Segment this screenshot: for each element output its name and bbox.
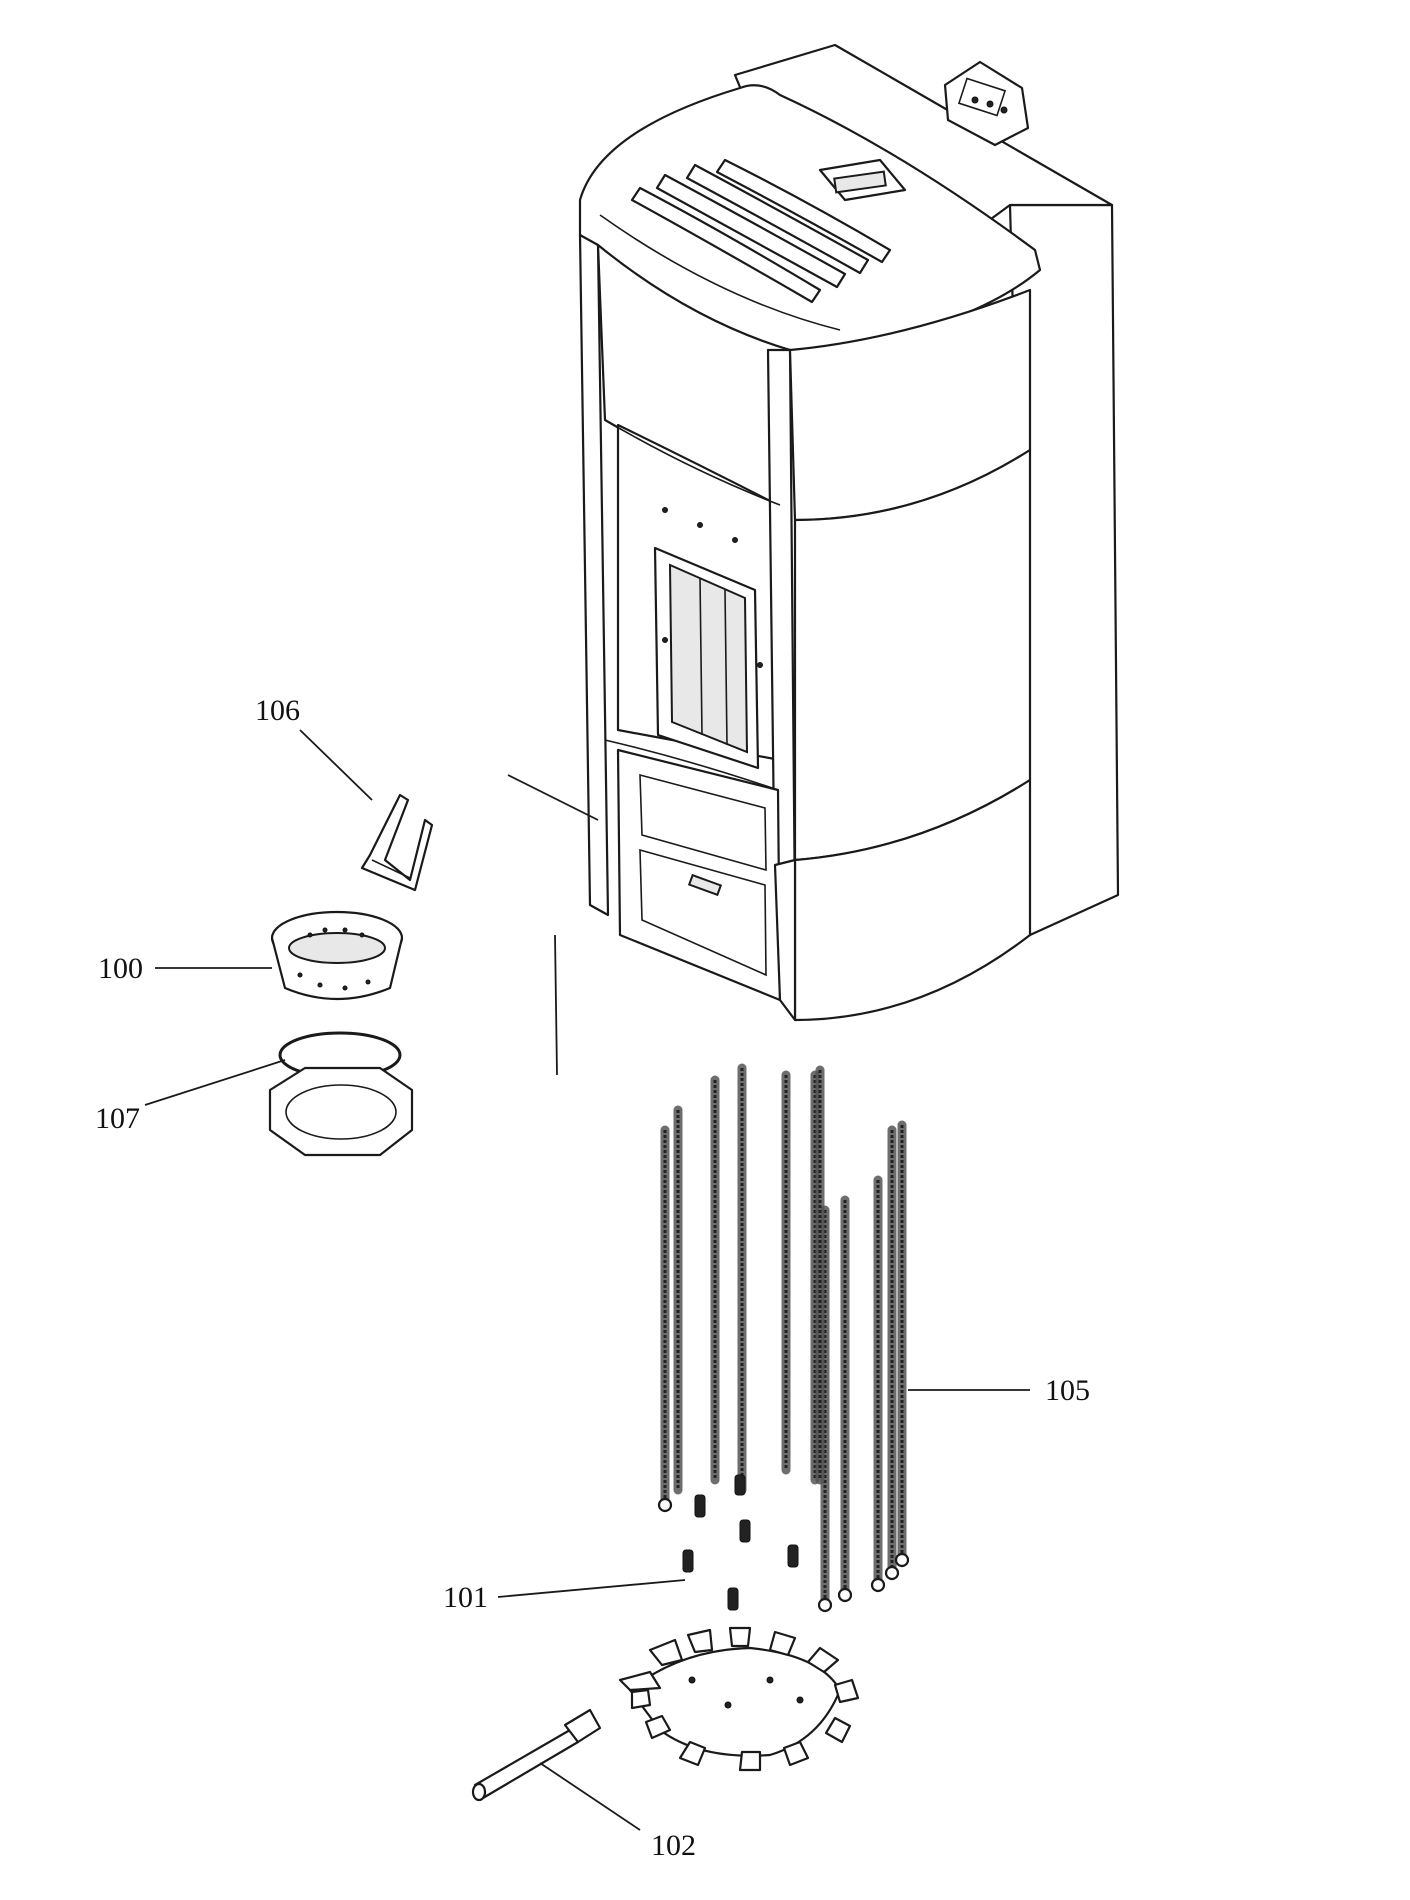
- callout-101: 101: [443, 1581, 488, 1614]
- ash-drawer-compartment: [616, 748, 782, 1002]
- part-105-turbulator-springs: [657, 1063, 910, 1613]
- part-101-pins: [682, 1474, 799, 1611]
- front-door-panel: [616, 423, 782, 770]
- part-100-burn-pot: [270, 910, 404, 1001]
- callout-100: 100: [98, 952, 143, 985]
- pellet-stove-body: [578, 43, 1120, 1022]
- octagon-base-plate: [268, 1066, 414, 1157]
- leader-line-102: [539, 1762, 641, 1831]
- leader-line-107: [144, 1059, 286, 1106]
- control-panel-display: [943, 60, 1030, 147]
- turbulator-star-plate: [618, 1626, 860, 1772]
- callout-105: 105: [1045, 1374, 1090, 1407]
- top-lid-with-vents: [578, 84, 1042, 353]
- leader-line-106: [299, 729, 373, 801]
- part-106-bracket: [360, 793, 434, 892]
- part-102-cleaning-rod: [471, 1708, 602, 1802]
- callout-107: 107: [95, 1102, 140, 1135]
- leader-line-101: [497, 1579, 686, 1598]
- callout-102: 102: [651, 1829, 696, 1862]
- callout-106: 106: [255, 694, 300, 727]
